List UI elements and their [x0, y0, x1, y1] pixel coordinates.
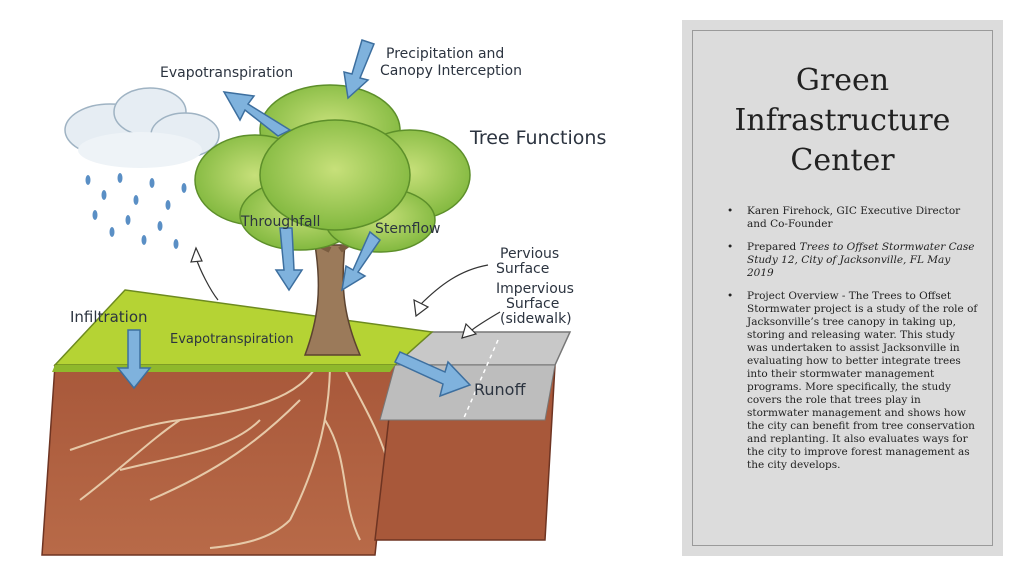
bullet-author: Karen Firehock, GIC Executive Director a…	[727, 205, 978, 231]
bullet-prepared: Prepared Trees to Offset Stormwater Case…	[727, 241, 978, 280]
label-throughfall: Throughfall	[240, 214, 320, 230]
title-line-2: Infrastructure	[734, 103, 951, 138]
runoff-arrow-icon	[393, 351, 472, 398]
label-precipitation: Precipitation and Canopy Interception	[380, 46, 522, 79]
infiltration-arrow-icon	[116, 329, 152, 390]
label-pervious: Pervious Surface	[496, 246, 564, 277]
label-infiltration: Infiltration	[70, 308, 148, 326]
label-runoff: Runoff	[474, 380, 526, 399]
bullet-list: Karen Firehock, GIC Executive Director a…	[707, 205, 978, 472]
case-study-title: Trees to Offset Stormwater Case Study 12…	[747, 241, 975, 279]
label-stemflow: Stemflow	[375, 221, 440, 237]
bullet-overview: Project Overview - The Trees to Offset S…	[727, 290, 978, 472]
rain-drops	[85, 173, 187, 249]
tree-functions-illustration: Precipitation and Canopy Interception Ev…	[41, 39, 606, 556]
label-evapotranspiration-top: Evapotranspiration	[160, 65, 293, 81]
label-impervious: Impervious Surface (sidewalk)	[496, 281, 578, 327]
throughfall-arrow-icon	[274, 227, 304, 292]
info-panel: Green Infrastructure Center Karen Fireho…	[682, 20, 1003, 556]
title-line-3: Center	[790, 143, 895, 178]
title-line-1: Green	[795, 63, 890, 98]
evapotranspiration-arrow-icon	[222, 91, 292, 137]
tree-canopy	[194, 84, 471, 253]
water-flow-arrows	[116, 39, 472, 398]
precipitation-arrow-icon	[343, 39, 375, 100]
soil-block	[41, 359, 396, 556]
sidewalk-block	[374, 331, 572, 541]
grass-surface	[52, 289, 434, 372]
outline-arrows	[190, 246, 501, 339]
cloud-icon	[64, 87, 220, 168]
stemflow-arrow-icon	[340, 230, 382, 292]
label-evapotranspiration-ground: Evapotranspiration	[170, 332, 294, 347]
label-tree-functions: Tree Functions	[469, 127, 606, 149]
panel-title: Green Infrastructure Center	[707, 61, 978, 181]
info-panel-frame: Green Infrastructure Center Karen Fireho…	[692, 30, 993, 546]
